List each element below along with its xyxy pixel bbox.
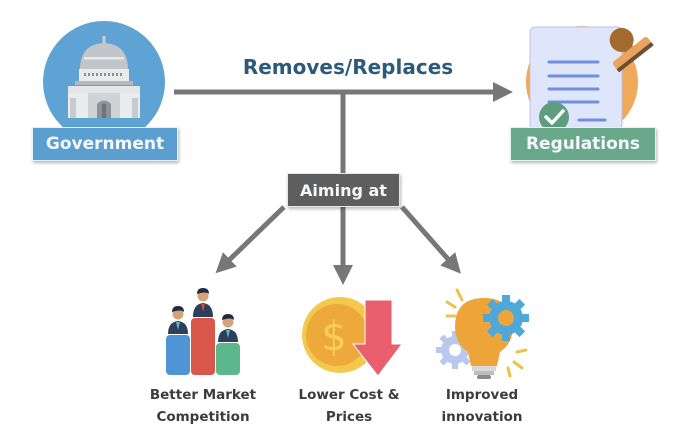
arrow-to-competition xyxy=(215,205,286,274)
government-node: Government xyxy=(32,127,178,161)
outcome-lower-cost-line2: Prices xyxy=(325,409,373,425)
government-label: Government xyxy=(45,134,165,154)
outcome-lower-cost-line1: Lower Cost & xyxy=(298,387,400,403)
aiming-at-node: Aiming at xyxy=(287,173,400,207)
outcome-innovation: Improved innovation xyxy=(407,384,557,428)
outcome-innovation-line2: innovation xyxy=(441,409,523,425)
outcome-lower-cost: Lower Cost & Prices xyxy=(274,384,424,428)
outcome-innovation-line1: Improved xyxy=(445,387,519,403)
outcome-competition-line1: Better Market xyxy=(149,387,257,403)
outcome-competition: Better Market Competition xyxy=(128,384,278,428)
arrow-to-innovation xyxy=(400,205,461,274)
removes-replaces-label: Removes/Replaces xyxy=(242,55,454,79)
regulations-label: Regulations xyxy=(525,134,641,154)
aiming-at-label: Aiming at xyxy=(300,180,387,200)
outcome-competition-line2: Competition xyxy=(156,409,250,425)
regulations-node: Regulations xyxy=(510,127,656,161)
